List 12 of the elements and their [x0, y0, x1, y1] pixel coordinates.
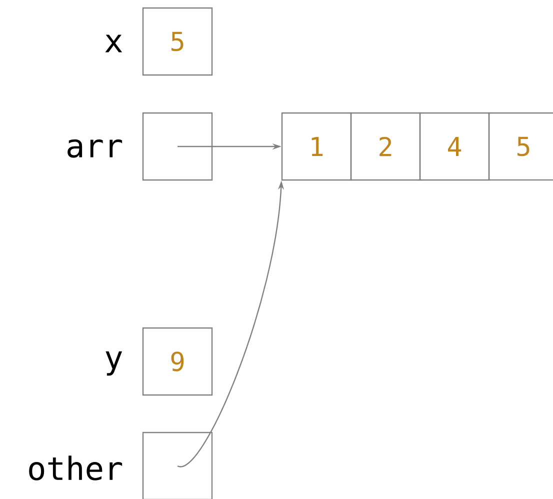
- array-cell: 4: [419, 112, 490, 181]
- variable-name: other: [29, 456, 122, 480]
- variable-name: arr: [68, 139, 122, 158]
- variable-name: y: [106, 351, 122, 376]
- array-cell: 1: [281, 112, 352, 181]
- reference-box: [142, 112, 213, 181]
- value-box: 9: [142, 327, 213, 396]
- reference-box: [142, 432, 213, 499]
- array-cell: 5: [488, 112, 553, 181]
- array-cell: 2: [350, 112, 421, 181]
- variable-name: x: [105, 34, 122, 52]
- value-box: 5: [142, 7, 213, 76]
